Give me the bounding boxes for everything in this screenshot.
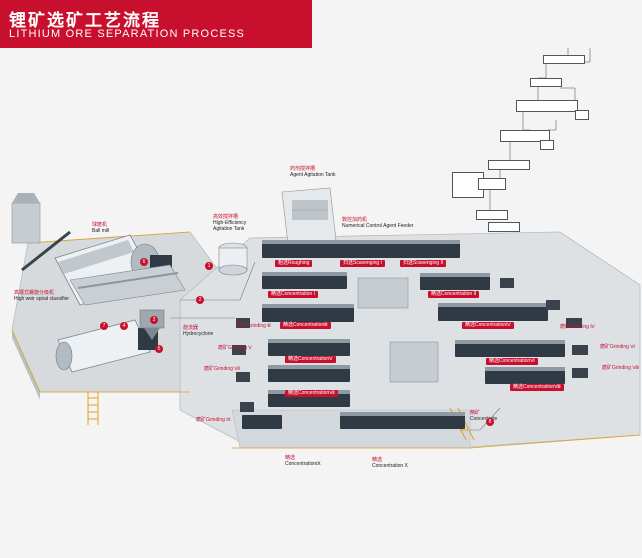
central-room bbox=[357, 277, 439, 383]
marker-6: 6 bbox=[140, 258, 148, 266]
tag-concentration-3: 精选ConcentrationⅢ bbox=[280, 322, 331, 329]
tag-scavenging-2: 扫选Scavenging II bbox=[400, 260, 447, 267]
tag-concentration-6: 精选ConcentrationⅥ bbox=[486, 358, 538, 365]
marker-4: 4 bbox=[120, 322, 128, 330]
flowchart-node bbox=[488, 160, 530, 170]
flowchart-node bbox=[575, 110, 589, 120]
flowchart-node bbox=[540, 140, 554, 150]
tag-concentration-8: 精选ConcentrationⅧ bbox=[510, 384, 564, 391]
label-grinding-8: 磨矿Grinding Ⅷ bbox=[602, 365, 639, 371]
label-grinding-3: 磨矿Grinding Ⅲ bbox=[237, 323, 271, 329]
tag-roughing: 粗选Roughing bbox=[275, 260, 313, 267]
marker-2: 2 bbox=[196, 296, 204, 304]
tag-concentration-4: 精选ConcentrationⅣ bbox=[462, 322, 514, 329]
marker-5: 5 bbox=[155, 345, 163, 353]
label-grinding-6: 磨矿Grinding Ⅵ bbox=[600, 344, 635, 350]
agitation-tank bbox=[218, 242, 248, 276]
stairs-left bbox=[87, 392, 99, 425]
spiral-classifier bbox=[69, 264, 186, 306]
flowchart-node bbox=[476, 210, 508, 220]
marker-1: 1 bbox=[205, 262, 213, 270]
feed-conveyor bbox=[11, 193, 71, 272]
flowchart-node bbox=[488, 222, 520, 232]
page-subtitle: LITHIUM ORE SEPARATION PROCESS bbox=[9, 28, 246, 40]
regrind-mills bbox=[232, 278, 588, 412]
flowchart-node bbox=[478, 178, 506, 190]
header-notch bbox=[252, 0, 312, 48]
marker-8: 8 bbox=[486, 418, 494, 426]
tag-scavenging-1: 扫选Scavenging I bbox=[340, 260, 385, 267]
label-grinding-9: 磨矿Grinding Ⅸ bbox=[196, 417, 231, 423]
tag-concentration-1: 精选Concentration I bbox=[268, 291, 318, 298]
tag-concentration-2: 精选Concentration II bbox=[428, 291, 480, 298]
tag-concentration-5: 精选ConcentrationⅤ bbox=[285, 356, 336, 363]
flowchart-node bbox=[530, 78, 562, 87]
marker-3: 3 bbox=[150, 316, 158, 324]
header-spacer bbox=[312, 0, 642, 48]
flotation-rows bbox=[242, 243, 565, 429]
tag-concentration-7: 精选ConcentrationⅦ bbox=[285, 390, 338, 397]
platform-edge bbox=[12, 330, 40, 400]
flowchart-node bbox=[543, 55, 585, 64]
ball-mill-lower bbox=[55, 319, 158, 373]
label-grinding-5: 磨矿Grinding Ⅴ bbox=[218, 345, 252, 351]
cell-tops bbox=[262, 240, 565, 416]
label-grinding-7: 磨矿Grinding Ⅶ bbox=[204, 366, 240, 372]
marker-7: 7 bbox=[100, 322, 108, 330]
agent-tank-building bbox=[281, 187, 337, 245]
label-grinding-4: 磨矿Grinding Ⅳ bbox=[560, 324, 595, 330]
flowchart-node bbox=[500, 130, 550, 142]
flowchart-node bbox=[516, 100, 578, 112]
page-title: 锂矿选矿工艺流程 bbox=[9, 11, 161, 30]
